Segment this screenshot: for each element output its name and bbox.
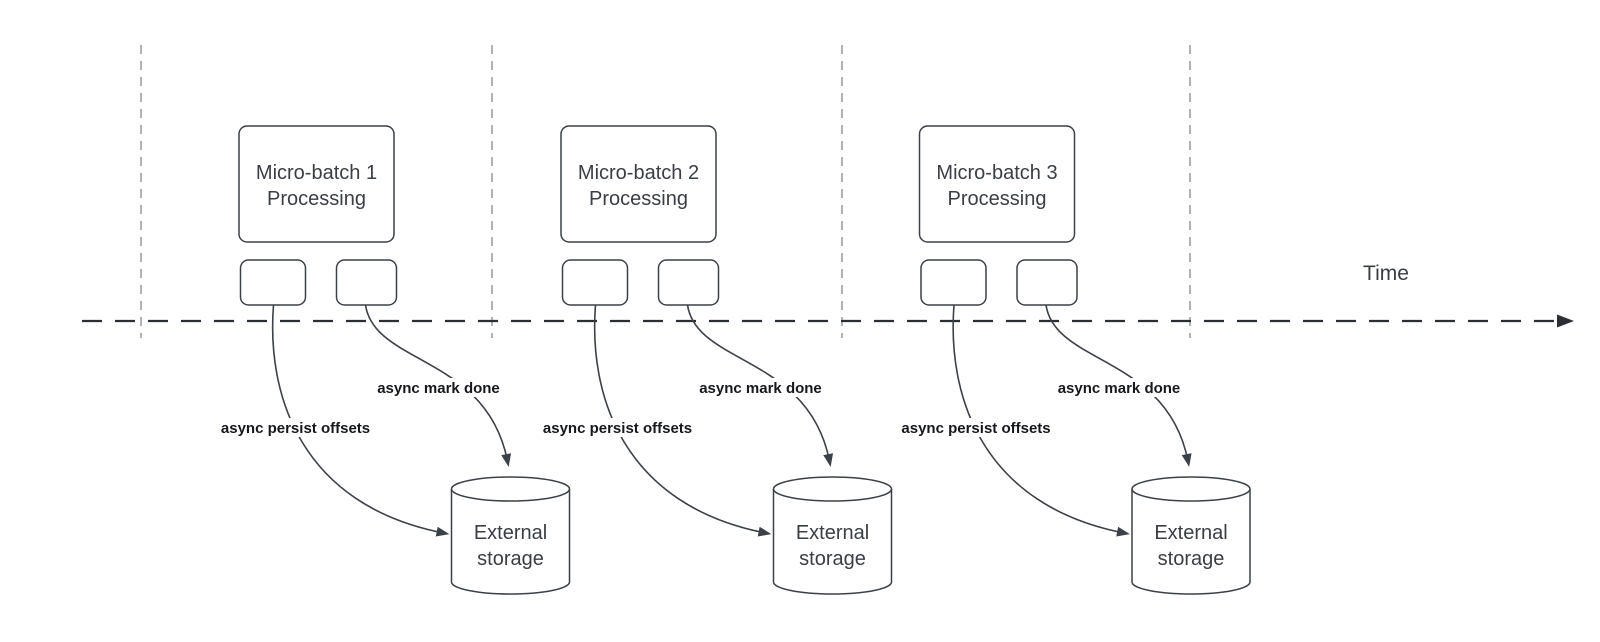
storage-label-line1: External bbox=[796, 522, 869, 544]
processing-box-title-line1: Micro-batch 2 bbox=[578, 162, 699, 184]
persist-offsets-label: async persist offsets bbox=[221, 420, 370, 437]
processing-box-title-line2: Processing bbox=[589, 188, 688, 210]
label-background bbox=[368, 378, 510, 397]
storage-label-line2: storage bbox=[477, 548, 544, 570]
commit-box bbox=[657, 259, 720, 306]
mark-done-arrow bbox=[686, 304, 834, 467]
offset-box bbox=[239, 259, 307, 306]
mark-done-arrow bbox=[364, 304, 512, 467]
processing-box bbox=[238, 125, 395, 243]
persist-offsets-arrow bbox=[271, 304, 450, 537]
persist-offsets-label: async persist offsets bbox=[901, 420, 1050, 437]
external-storage-cylinder bbox=[1131, 476, 1251, 595]
storage-label-line2: storage bbox=[799, 548, 866, 570]
microbatch-group-2: Micro-batch 2 Processing External storag… bbox=[529, 125, 893, 595]
mark-done-label: async mark done bbox=[377, 380, 500, 397]
microbatch-group-3: Micro-batch 3 Processing External storag… bbox=[888, 125, 1251, 595]
processing-box-title-line1: Micro-batch 1 bbox=[256, 162, 377, 184]
label-background bbox=[207, 418, 384, 437]
persist-offsets-arrow bbox=[593, 304, 772, 537]
external-storage-cylinder bbox=[450, 476, 571, 595]
storage-label-line2: storage bbox=[1158, 548, 1225, 570]
cylinder-body bbox=[1131, 476, 1251, 595]
cylinder-body bbox=[450, 476, 571, 595]
cylinder-rim bbox=[450, 488, 571, 502]
cylinder-rim bbox=[772, 488, 893, 502]
processing-box-title-line2: Processing bbox=[267, 188, 366, 210]
mark-done-label: async mark done bbox=[1058, 380, 1181, 397]
offset-box bbox=[561, 259, 629, 306]
processing-box-title-line1: Micro-batch 3 bbox=[936, 162, 1057, 184]
processing-box bbox=[560, 125, 717, 243]
mark-done-arrow bbox=[1045, 304, 1192, 467]
label-background bbox=[1049, 378, 1190, 397]
offset-box bbox=[920, 259, 987, 306]
time-axis-label: Time bbox=[1363, 262, 1409, 285]
processing-box-title-line2: Processing bbox=[948, 188, 1047, 210]
microbatch-group-1: Micro-batch 1 Processing External storag… bbox=[207, 125, 571, 595]
cylinder-rim bbox=[1131, 488, 1251, 502]
mark-done-label: async mark done bbox=[699, 380, 822, 397]
persist-offsets-label: async persist offsets bbox=[543, 420, 692, 437]
label-background bbox=[888, 418, 1064, 437]
label-background bbox=[529, 418, 706, 437]
commit-box bbox=[335, 259, 398, 306]
external-storage-cylinder bbox=[772, 476, 893, 595]
storage-label-line1: External bbox=[1154, 522, 1227, 544]
label-background bbox=[690, 378, 832, 397]
storage-label-line1: External bbox=[474, 522, 547, 544]
commit-box bbox=[1016, 259, 1078, 306]
processing-box bbox=[918, 125, 1076, 243]
persist-offsets-arrow bbox=[952, 304, 1130, 537]
cylinder-body bbox=[772, 476, 893, 595]
